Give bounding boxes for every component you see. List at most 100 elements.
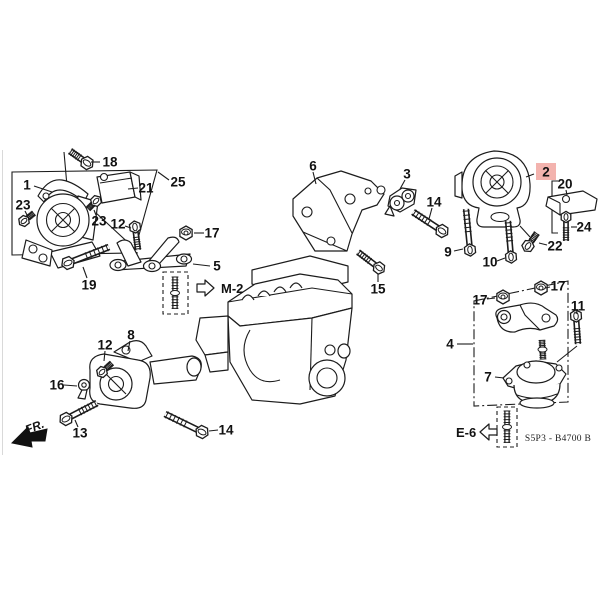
- callout-11[interactable]: 11: [571, 299, 586, 315]
- callout-label-23[interactable]: 23: [91, 214, 107, 229]
- callout-8[interactable]: 8: [127, 328, 135, 352]
- engine-block-drawing: [195, 255, 353, 405]
- callout-13[interactable]: 13: [72, 419, 88, 441]
- callout-10[interactable]: 10: [482, 255, 506, 270]
- part-16-clip-drawing: [77, 378, 91, 400]
- ref-arrow-e6: E-6: [456, 423, 498, 441]
- part-20-stay-drawing: [545, 190, 598, 216]
- callout-3[interactable]: 3: [399, 167, 411, 190]
- callout-label-17[interactable]: 17: [550, 279, 565, 294]
- callout-12[interactable]: 12: [97, 338, 113, 362]
- callout-label-2[interactable]: 2: [542, 165, 550, 180]
- nut-drawing: [534, 280, 548, 296]
- callout-label-9[interactable]: 9: [444, 245, 452, 260]
- callout-12[interactable]: 12: [110, 217, 132, 232]
- bolt-drawing: [95, 360, 115, 379]
- callout-label-18[interactable]: 18: [102, 155, 118, 170]
- stud-drawing: [537, 339, 548, 360]
- part-21-bracket-drawing: [96, 171, 142, 204]
- bolt-drawing: [560, 210, 572, 241]
- callout-label-8[interactable]: 8: [127, 328, 135, 343]
- callout-19[interactable]: 19: [81, 266, 97, 293]
- callout-label-20[interactable]: 20: [557, 177, 572, 192]
- part-3-bracket-drawing: [384, 187, 417, 217]
- callout-4[interactable]: 4: [446, 337, 473, 352]
- part-1-mount-drawing: [21, 179, 101, 269]
- stud-box-e6: [496, 406, 518, 448]
- fr-label: FR.: [23, 417, 46, 437]
- callout-label-13[interactable]: 13: [72, 426, 88, 441]
- callout-14[interactable]: 14: [426, 195, 442, 220]
- callout-22[interactable]: 22: [538, 239, 563, 254]
- callout-label-23[interactable]: 23: [15, 198, 31, 213]
- callout-1[interactable]: 1: [23, 178, 53, 193]
- callout-label-17[interactable]: 17: [204, 226, 219, 241]
- bolt-drawing: [462, 208, 477, 257]
- stud-box-m2: [162, 271, 189, 315]
- callout-17[interactable]: 17: [472, 293, 496, 308]
- callout-18[interactable]: 18: [91, 155, 118, 170]
- bolt-drawing: [128, 220, 142, 251]
- callout-label-22[interactable]: 22: [547, 239, 562, 254]
- nut-drawing: [496, 289, 510, 305]
- stud-drawing: [502, 410, 512, 443]
- stud-drawing: [170, 276, 180, 309]
- callout-20[interactable]: 20: [557, 177, 573, 196]
- callout-label-6[interactable]: 6: [309, 159, 317, 174]
- bolt-drawing: [411, 209, 449, 239]
- callout-24[interactable]: 24: [571, 220, 592, 235]
- callout-5[interactable]: 5: [192, 259, 221, 274]
- bolt-drawing: [18, 210, 36, 228]
- callout-25[interactable]: 25: [157, 171, 186, 190]
- callout-label-12[interactable]: 12: [97, 338, 112, 353]
- bolt-drawing: [356, 249, 386, 275]
- callout-label-1[interactable]: 1: [23, 178, 31, 193]
- callout-15[interactable]: 15: [370, 274, 386, 297]
- callout-9[interactable]: 9: [444, 245, 464, 260]
- callout-label-14[interactable]: 14: [426, 195, 442, 210]
- callout-label-5[interactable]: 5: [213, 259, 221, 274]
- callout-6[interactable]: 6: [309, 159, 317, 185]
- bolt-drawing: [163, 410, 209, 440]
- fr-direction-arrow: FR.: [10, 417, 48, 448]
- callout-label-24[interactable]: 24: [576, 220, 592, 235]
- bolt-drawing: [61, 243, 111, 271]
- part-5-bracket-drawing: [109, 236, 193, 273]
- bolt-drawing: [59, 399, 99, 427]
- callout-14[interactable]: 14: [208, 423, 234, 438]
- bolt-drawing: [68, 148, 94, 171]
- callout-label-15[interactable]: 15: [370, 282, 386, 297]
- diagram-code: S5P3 - B4700 B: [525, 434, 591, 444]
- ref-arrow-m2: M-2: [196, 279, 243, 297]
- callout-label-4[interactable]: 4: [446, 337, 454, 352]
- m2-label: M-2: [221, 281, 243, 296]
- callout-label-3[interactable]: 3: [403, 167, 411, 182]
- callout-label-19[interactable]: 19: [81, 278, 96, 293]
- callout-label-21[interactable]: 21: [138, 181, 154, 196]
- part-7-mount-drawing: [502, 360, 567, 409]
- callout-21[interactable]: 21: [127, 181, 154, 196]
- part-6-bracket-drawing: [292, 170, 386, 252]
- callout-7[interactable]: 7: [484, 370, 505, 385]
- e6-label: E-6: [456, 425, 476, 440]
- hardware-layer: [18, 148, 583, 443]
- callout-label-17[interactable]: 17: [472, 293, 487, 308]
- bolt-drawing: [504, 220, 518, 264]
- callout-16[interactable]: 16: [49, 378, 78, 393]
- callout-label-16[interactable]: 16: [49, 378, 65, 393]
- part-4-bracket-drawing: [495, 302, 559, 333]
- callout-17[interactable]: 17: [194, 226, 220, 241]
- callout-label-7[interactable]: 7: [484, 370, 492, 385]
- part-2-mount-drawing: [454, 150, 531, 228]
- callout-17[interactable]: 17: [544, 279, 566, 294]
- callout-23[interactable]: 23: [15, 198, 31, 218]
- callout-label-10[interactable]: 10: [482, 255, 497, 270]
- callout-label-12[interactable]: 12: [110, 217, 125, 232]
- callout-23[interactable]: 23: [91, 209, 107, 229]
- callout-label-14[interactable]: 14: [218, 423, 234, 438]
- callout-label-25[interactable]: 25: [170, 175, 186, 190]
- callout-2[interactable]: 2: [525, 163, 556, 180]
- callout-label-11[interactable]: 11: [571, 299, 586, 314]
